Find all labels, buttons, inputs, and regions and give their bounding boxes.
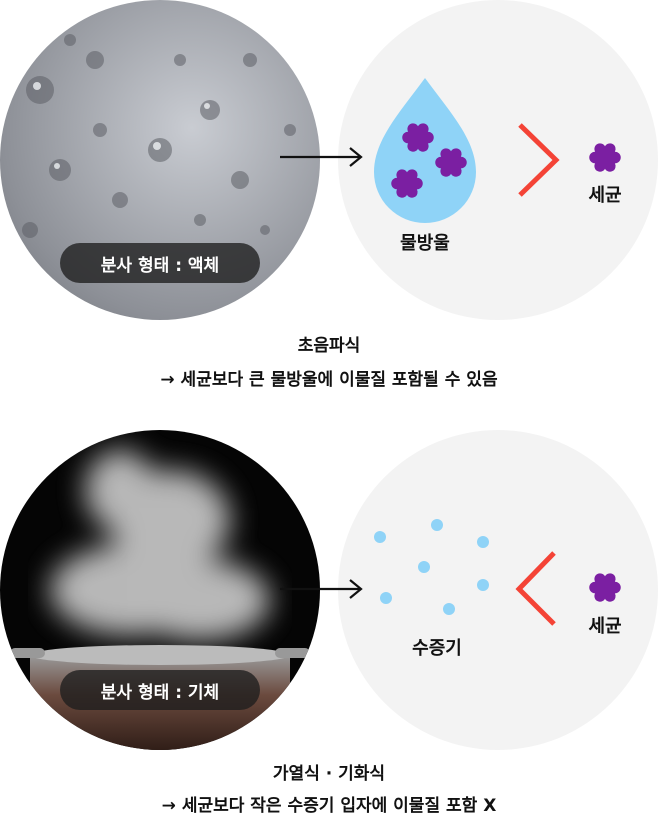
vapor-particles — [374, 519, 489, 615]
spray-form-label-gas: 분사 형태 : 기체 — [60, 670, 260, 710]
bacteria-label: 세균 — [588, 185, 622, 206]
bacteria-icon — [589, 143, 621, 172]
droplets-texture — [22, 34, 296, 265]
bacteria-label: 세균 — [588, 616, 622, 637]
greater-than-icon — [518, 123, 560, 197]
droplet-label: 물방울 — [400, 233, 450, 254]
bacteria-icon — [589, 573, 621, 602]
arrow-right-icon — [280, 579, 363, 599]
less-than-icon — [515, 551, 556, 626]
arrow-right-icon — [280, 147, 363, 167]
spray-form-label-liquid: 분사 형태 : 액체 — [60, 243, 260, 283]
caption-text: → 세균보다 큰 물방울에 이물질 포함될 수 있음 — [160, 370, 498, 390]
caption-text: → 세균보다 작은 수증기 입자에 이물질 포함 X — [161, 796, 497, 816]
vapor-label: 수증기 — [412, 638, 462, 659]
caption-title: 초음파식 — [297, 336, 361, 356]
caption-title: 가열식 · 기화식 — [272, 764, 386, 784]
